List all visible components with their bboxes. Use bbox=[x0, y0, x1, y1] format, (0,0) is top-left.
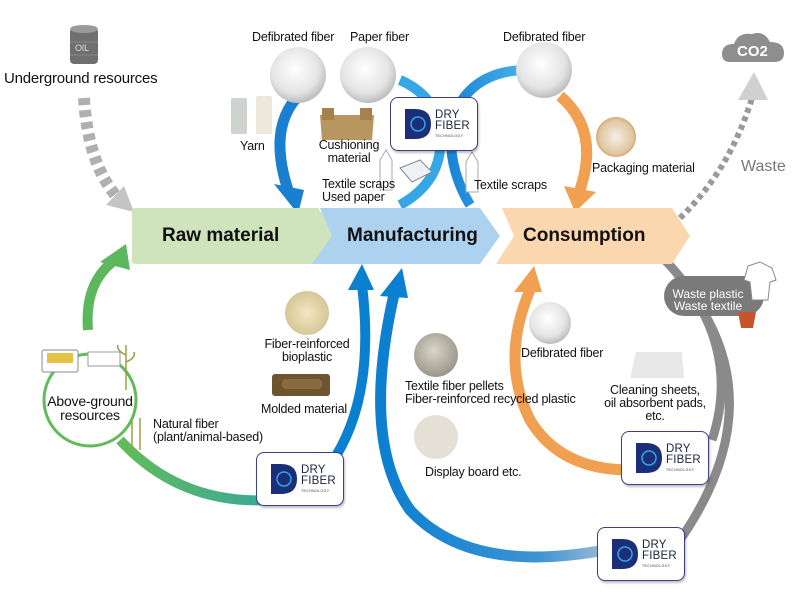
oil-barrel-icon bbox=[70, 25, 98, 64]
paper-fiber-label: Paper fiber bbox=[350, 30, 409, 44]
stage-manufacturing-label: Manufacturing bbox=[347, 225, 478, 246]
defibrated-fiber-label-1: Defibrated fiber bbox=[252, 30, 335, 44]
yarn-label: Yarn bbox=[240, 139, 265, 153]
co2-cloud-icon bbox=[722, 33, 784, 62]
green-loop-arrow bbox=[42, 244, 271, 506]
defibrated-fiber-photo-2 bbox=[516, 42, 572, 98]
display-board-label: Display board etc. bbox=[425, 465, 522, 479]
defibrated-fiber-label-2: Defibrated fiber bbox=[503, 30, 586, 44]
dry-fiber-logo-mark-icon bbox=[636, 443, 662, 473]
stage-consumption-label: Consumption bbox=[523, 225, 646, 246]
bottom-left-blue-arrow bbox=[325, 264, 374, 468]
defibrated-fiber-photo bbox=[270, 47, 326, 103]
gray-waste-arc bbox=[656, 251, 734, 543]
packaging-material-photo bbox=[596, 117, 636, 157]
cleaning-sheet-icon bbox=[630, 352, 684, 378]
cleaning-sheets-label: Cleaning sheets, oil absorbent pads, etc… bbox=[604, 383, 706, 423]
waste-pill bbox=[664, 261, 777, 328]
fiber-reinforced-bioplastic-label: Fiber-reinforced bioplastic bbox=[264, 337, 350, 364]
oil-text: OIL bbox=[75, 43, 89, 53]
big-blue-arc-arrow bbox=[375, 268, 607, 563]
above-ground-resources-label: Above-ground resources bbox=[47, 393, 133, 423]
bucket-icon bbox=[738, 312, 756, 328]
yarn-icon bbox=[231, 96, 272, 134]
cushioning-material-icon bbox=[320, 108, 374, 140]
packaging-material-label: Packaging material bbox=[592, 161, 695, 175]
waste-dashed-arrow bbox=[677, 72, 768, 221]
textile-scraps-used-paper-label: Textile scraps Used paper bbox=[322, 177, 395, 204]
bottom-orange-arrow bbox=[509, 266, 631, 476]
underground-resources-label: Underground resources bbox=[4, 70, 158, 87]
textile-scraps-icon bbox=[379, 149, 479, 193]
paper-fiber-photo bbox=[340, 47, 396, 103]
defibrated-fiber-label-3: Defibrated fiber bbox=[521, 346, 604, 360]
molded-material-label: Molded material bbox=[261, 402, 347, 416]
defibrated-fiber-photo-3 bbox=[529, 302, 571, 344]
textile-scraps-label: Textile scraps bbox=[474, 178, 547, 192]
dry-fiber-logo-mark-icon bbox=[405, 109, 431, 139]
textile-pellets-photo bbox=[414, 333, 458, 377]
stage-consumption bbox=[496, 208, 690, 264]
dry-fiber-logo-mark-icon bbox=[271, 464, 297, 494]
molded-material-icon bbox=[272, 374, 330, 396]
cushioning-label: Cushioning material bbox=[318, 138, 380, 165]
textile-pellets-label: Textile fiber pellets Fiber-reinforced r… bbox=[405, 379, 576, 406]
stage-raw-material-label: Raw material bbox=[162, 225, 280, 246]
underground-dashed-arrow bbox=[78, 97, 134, 212]
display-board-photo bbox=[414, 415, 458, 459]
waste-pill-label: Waste plastic Waste textile bbox=[672, 287, 744, 313]
co2-label: CO2 bbox=[737, 43, 768, 60]
top-orange-arrow bbox=[556, 91, 596, 212]
bioplastic-photo bbox=[285, 291, 329, 335]
stage-manufacturing bbox=[312, 208, 500, 264]
stage-chevrons bbox=[131, 208, 690, 264]
dry-fiber-logo-mark-icon bbox=[612, 539, 638, 569]
natural-fiber-label: Natural fiber (plant/animal-based) bbox=[153, 417, 263, 444]
t-shirt-icon bbox=[743, 261, 777, 301]
stage-raw-material bbox=[131, 208, 340, 264]
waste-label: Waste bbox=[741, 158, 786, 175]
above-ground-items-icon bbox=[41, 344, 141, 450]
